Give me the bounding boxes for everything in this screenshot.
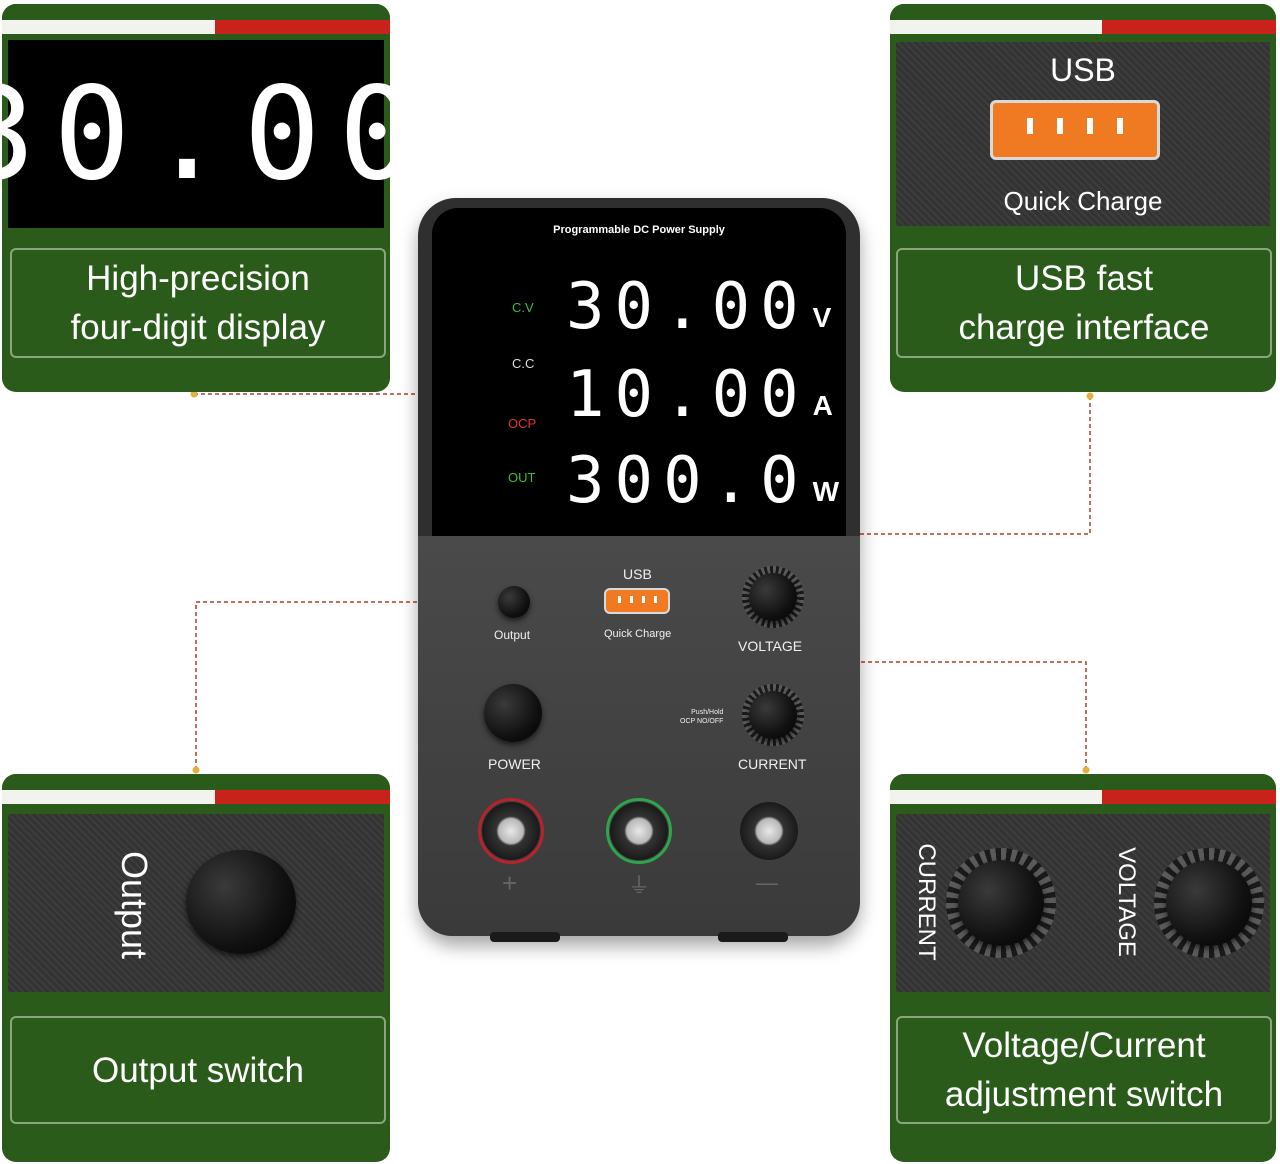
terminal-positive-ring <box>478 798 544 864</box>
voltage-value: 30.00 <box>566 270 809 344</box>
voltage-knob[interactable] <box>749 573 797 621</box>
device-foot-right <box>718 932 788 942</box>
indicator-ocp: OCP <box>508 416 537 431</box>
indicator-cv: C.V <box>512 300 534 315</box>
usb-port[interactable] <box>604 588 670 614</box>
terminal-plus-label: + <box>502 868 518 898</box>
indicator-cc: C.C <box>512 356 535 371</box>
device-header: Programmable DC Power Supply <box>553 224 725 236</box>
adjust-caption: Voltage/Current adjustment switch <box>896 1016 1272 1124</box>
output-caption: Output switch <box>10 1016 386 1124</box>
current-knob-label: CURRENT <box>738 756 807 772</box>
device-foot-left <box>490 932 560 942</box>
usb-label: USB <box>623 566 652 582</box>
power-label: POWER <box>488 756 541 772</box>
adjust-current-label: CURRENT <box>913 843 940 961</box>
usb-closeup-subtitle: Quick Charge <box>1003 186 1163 216</box>
output-label: Output <box>494 628 531 642</box>
power-button[interactable] <box>484 684 542 742</box>
voltage-readout: 30.00 V <box>566 270 831 344</box>
terminal-ground-ring <box>606 798 672 864</box>
quick-charge-label: Quick Charge <box>604 628 672 640</box>
device-screen: Programmable DC Power Supply C.V C.C OCP… <box>432 208 846 538</box>
indicator-out: OUT <box>508 470 536 485</box>
output-button-icon <box>186 850 296 954</box>
card-flag-stripe <box>2 774 390 804</box>
power-readout: 300.0 W <box>566 444 839 518</box>
card-flag-stripe <box>890 774 1276 804</box>
voltage-knob-cap <box>1166 860 1252 946</box>
output-closeup-label: Output <box>114 850 155 960</box>
current-knob[interactable] <box>749 691 797 739</box>
output-feature-card: Output Output switch <box>2 774 390 1162</box>
usb-feature-card: USB Quick Charge USB fast charge interfa… <box>890 4 1276 392</box>
voltage-unit: V <box>812 302 832 333</box>
terminal-ground-label: ⏚ <box>628 873 651 898</box>
card-flag-stripe <box>2 4 390 34</box>
current-value: 10.00 <box>566 358 809 432</box>
current-unit: A <box>812 390 833 421</box>
terminal-negative[interactable] <box>740 802 798 860</box>
terminal-positive[interactable] <box>482 802 540 860</box>
device-control-panel: Output USB Quick Charge VOLTAGE POWER Pu… <box>418 536 860 936</box>
display-readout: 30.00 <box>2 59 390 209</box>
adjust-voltage-label: VOLTAGE <box>1113 847 1140 957</box>
power-value: 300.0 <box>566 444 809 518</box>
voltage-knob-label: VOLTAGE <box>738 638 803 654</box>
power-supply-device: Programmable DC Power Supply C.V C.C OCP… <box>418 198 860 942</box>
output-closeup: Output <box>8 814 384 992</box>
display-closeup: 30.00 <box>2 40 390 228</box>
power-unit: W <box>812 476 840 507</box>
display-feature-card: 30.00 High-precision four-digit display <box>2 4 390 392</box>
adjust-closeup: CURRENT VOLTAGE <box>896 814 1270 992</box>
card-flag-stripe <box>890 4 1276 34</box>
current-knob-cap <box>958 860 1044 946</box>
usb-closeup: USB Quick Charge <box>896 42 1270 226</box>
current-readout: 10.00 A <box>566 358 833 432</box>
display-caption: High-precision four-digit display <box>10 248 386 358</box>
adjust-feature-card: CURRENT VOLTAGE Voltage/Current adjustme… <box>890 774 1276 1162</box>
terminal-ground[interactable] <box>610 802 668 860</box>
output-button[interactable] <box>498 586 530 618</box>
push-hold-label: Push/Hold OCP NO/OFF <box>680 709 724 726</box>
usb-closeup-title: USB <box>1050 52 1116 88</box>
usb-caption: USB fast charge interface <box>896 248 1272 358</box>
terminal-minus-label: — <box>756 870 778 895</box>
usb-port-icon <box>990 100 1160 160</box>
